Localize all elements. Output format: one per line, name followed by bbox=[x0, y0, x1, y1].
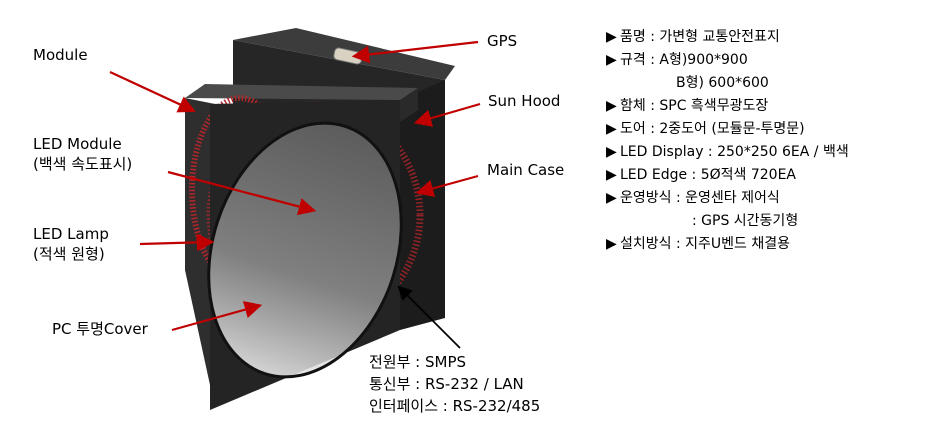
spec-power: 전원부 : SMPS bbox=[369, 353, 467, 371]
arrow-led-lamp bbox=[139, 233, 215, 252]
arrow-main-case bbox=[415, 174, 479, 197]
spec-item-case: ▶함체 : SPC 흑색무광도장 bbox=[606, 98, 769, 114]
label-gps: GPS bbox=[487, 32, 518, 50]
arrow-power-comm bbox=[397, 285, 461, 349]
callout-arrows bbox=[109, 40, 481, 332]
spec-item-operation-gps: : GPS 시간동기형 bbox=[692, 213, 799, 229]
arrow-sun-hood bbox=[413, 102, 481, 127]
spec-item-name: ▶품명 : 가변형 교통안전표지 bbox=[606, 29, 780, 45]
spec-item-led-display: ▶LED Display : 250*250 6EA / 백색 bbox=[606, 144, 849, 160]
label-led-module-desc: (백색 속도표시) bbox=[33, 155, 133, 173]
spec-item-size: ▶규격 : A형)900*900 bbox=[606, 52, 748, 68]
spec-item-size-b: B형) 600*600 bbox=[676, 75, 769, 91]
spec-item-install: ▶설치방식 : 지주U벤드 채결용 bbox=[606, 236, 790, 252]
label-module: Module bbox=[33, 46, 88, 64]
label-pc-cover: PC 투명Cover bbox=[52, 320, 148, 338]
spec-item-led-edge: ▶LED Edge : 5Ø적색 720EA bbox=[606, 167, 797, 183]
label-led-lamp: LED Lamp bbox=[33, 225, 109, 243]
label-led-lamp-desc: (적색 원형) bbox=[33, 245, 105, 263]
spec-interface: 인터페이스 : RS-232/485 bbox=[369, 397, 541, 415]
arrow-module bbox=[109, 71, 196, 113]
label-main-case: Main Case bbox=[487, 161, 565, 179]
arrow-pc-cover bbox=[171, 301, 263, 332]
arrow-led-module bbox=[167, 170, 317, 216]
spec-comm: 통신부 : RS-232 / LAN bbox=[369, 375, 524, 393]
label-led-module: LED Module bbox=[33, 135, 122, 153]
spec-item-operation: ▶운영방식 : 운영센타 제어식 bbox=[606, 190, 780, 206]
spec-item-door: ▶도어 : 2중도어 (모듈문-투명문) bbox=[606, 121, 805, 137]
arrow-gps bbox=[351, 40, 479, 64]
label-sun-hood: Sun Hood bbox=[488, 92, 561, 110]
